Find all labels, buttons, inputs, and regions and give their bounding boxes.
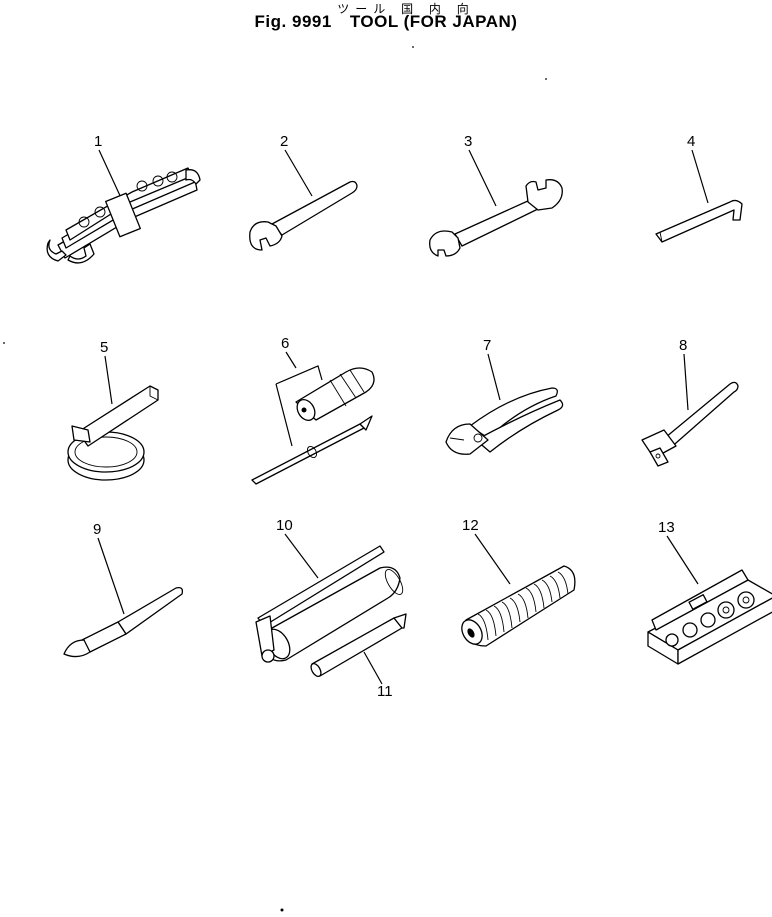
scan-speck bbox=[280, 908, 284, 912]
scraper-icon bbox=[63, 586, 184, 658]
japanese-title: ツール 国 内 向 bbox=[337, 2, 475, 16]
leader-10 bbox=[284, 533, 319, 579]
figure-label: Fig. 9991 bbox=[254, 12, 332, 31]
callout-12: 12 bbox=[462, 517, 479, 534]
callout-3: 3 bbox=[464, 133, 472, 150]
leader-13 bbox=[666, 535, 699, 585]
part-3: 3 bbox=[429, 133, 563, 257]
leader-9 bbox=[97, 537, 125, 615]
part-6: 6 bbox=[251, 335, 375, 485]
callout-5: 5 bbox=[100, 339, 108, 356]
part-1: 1 bbox=[46, 133, 201, 264]
filter-wrench-icon bbox=[67, 385, 159, 481]
grease-gun-icon bbox=[255, 545, 404, 663]
part-4: 4 bbox=[655, 133, 743, 243]
double-open-end-wrench-icon bbox=[429, 179, 563, 257]
part-8: 8 bbox=[641, 337, 739, 467]
callout-11: 11 bbox=[377, 683, 393, 700]
leader-6-lower bbox=[275, 383, 293, 447]
leader-6 bbox=[285, 351, 297, 369]
leader-1 bbox=[98, 149, 123, 201]
callout-2: 2 bbox=[280, 133, 288, 150]
leader-4 bbox=[691, 149, 709, 204]
screwdriver-icon bbox=[251, 367, 375, 485]
pliers-icon bbox=[445, 387, 564, 455]
leader-11 bbox=[363, 651, 383, 685]
socket-wrench-icon bbox=[641, 381, 739, 467]
part-9: 9 bbox=[63, 521, 184, 658]
callout-6: 6 bbox=[281, 335, 289, 352]
callout-4: 4 bbox=[687, 133, 695, 150]
part-2: 2 bbox=[249, 133, 358, 251]
part-5: 5 bbox=[67, 339, 159, 481]
wrench-set-icon bbox=[46, 167, 201, 264]
callout-13: 13 bbox=[658, 519, 675, 536]
leader-7 bbox=[487, 353, 501, 401]
callout-10: 10 bbox=[276, 517, 293, 534]
hose-icon bbox=[461, 565, 576, 647]
part-10: 10 bbox=[255, 517, 404, 663]
callout-9: 9 bbox=[93, 521, 101, 538]
leader-2 bbox=[284, 149, 313, 197]
open-end-wrench-icon bbox=[249, 180, 358, 251]
part-11: 11 bbox=[310, 613, 407, 700]
callout-7: 7 bbox=[483, 337, 491, 354]
part-12: 12 bbox=[461, 517, 576, 647]
figure-title-line: Fig. 9991 TOOL (FOR JAPAN) bbox=[0, 12, 772, 32]
hex-key-icon bbox=[655, 199, 743, 243]
scan-speck bbox=[545, 78, 547, 80]
callout-1: 1 bbox=[94, 133, 102, 150]
part-13: 13 bbox=[647, 519, 772, 665]
nozzle-extension-icon bbox=[310, 613, 407, 678]
leader-8 bbox=[683, 353, 689, 411]
part-7: 7 bbox=[445, 337, 564, 455]
leader-3 bbox=[468, 149, 497, 207]
figure-title: TOOL (FOR JAPAN) bbox=[349, 12, 518, 31]
leader-12 bbox=[474, 533, 511, 585]
socket-set-case-icon bbox=[647, 569, 772, 665]
scan-speck bbox=[3, 342, 5, 344]
callout-8: 8 bbox=[679, 337, 687, 354]
leader-5 bbox=[104, 355, 113, 405]
leader-6-bracket bbox=[275, 365, 323, 385]
scan-speck bbox=[412, 46, 414, 48]
